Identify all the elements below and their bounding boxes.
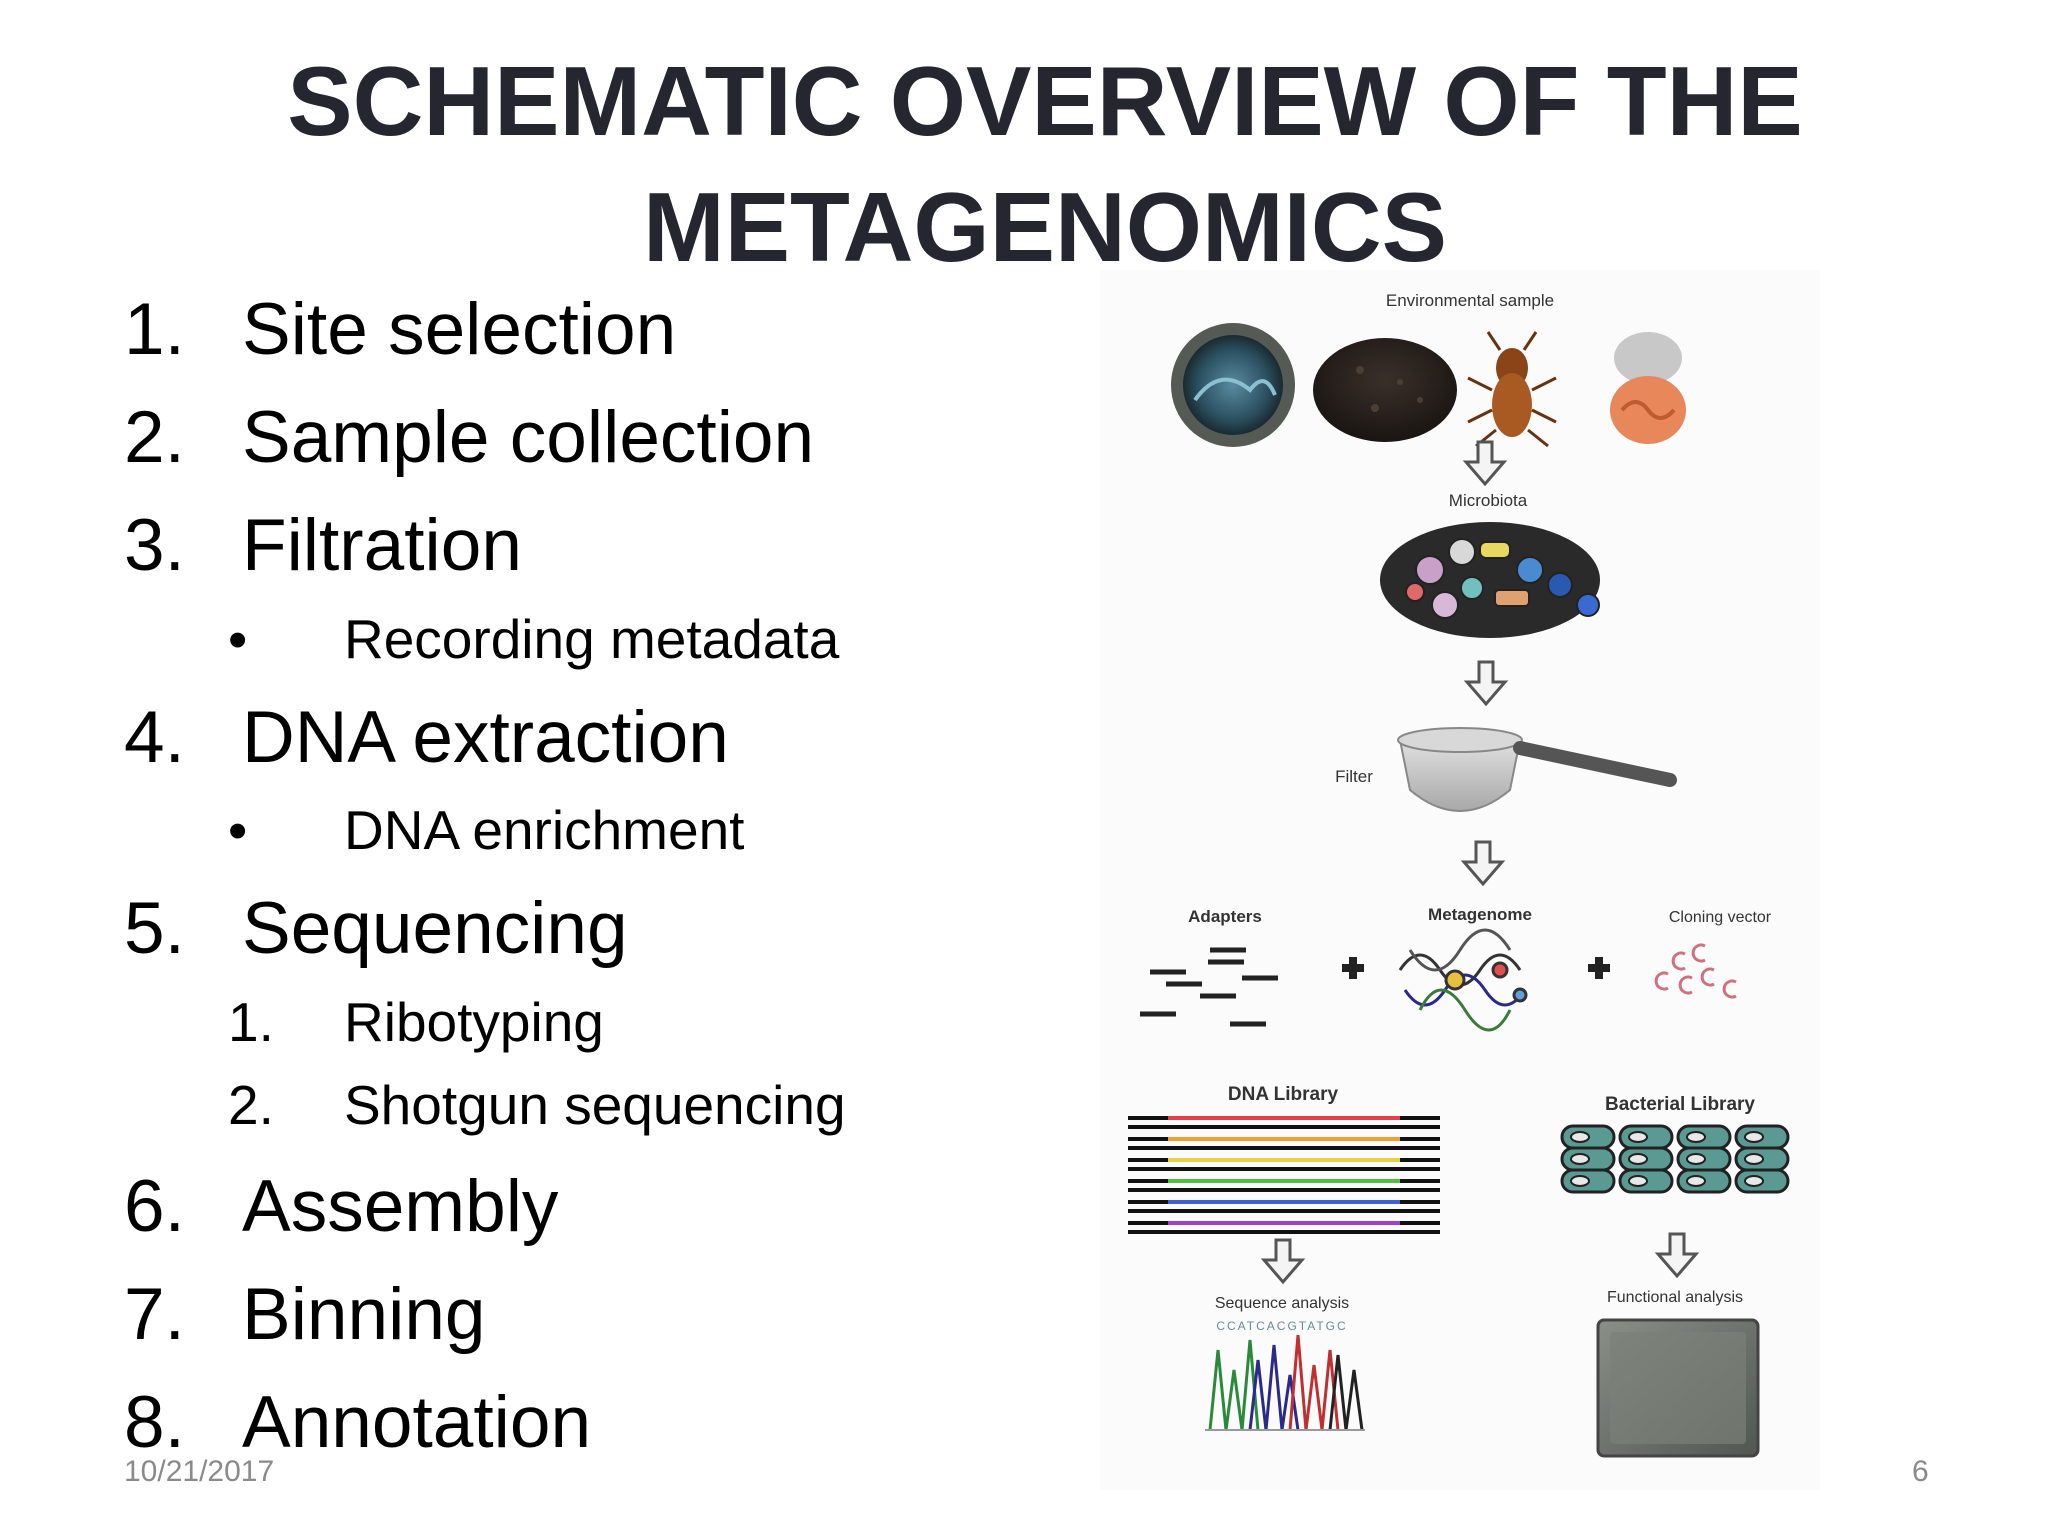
slide-title-line-1: SCHEMATIC OVERVIEW OF THE [287, 46, 1803, 156]
list-item-number: 2. [124, 397, 185, 478]
chromatogram-icon [1205, 1334, 1365, 1431]
down-arrow-icon [1462, 440, 1508, 487]
sub-list-item-text: Ribotyping [344, 991, 604, 1053]
plus-icon [1588, 957, 1610, 979]
metagenomics-workflow-figure: Environmental sample Microbiota [1100, 270, 1820, 1490]
bacterial-library-label: Bacterial Library [1605, 1094, 1755, 1115]
plus-icon [1342, 957, 1364, 979]
dna-library-icon [1128, 1116, 1440, 1234]
filter-label: Filter [1335, 767, 1373, 786]
strainer-filter-icon [1397, 727, 1677, 812]
list-item-text: Binning [242, 1274, 486, 1355]
list-item-number: 7. [124, 1274, 185, 1355]
list-item-number: 4. [124, 697, 185, 778]
gut-organs-icon [1610, 332, 1686, 444]
sub-list-item-text: Recording metadata [344, 608, 840, 670]
adapters-icon [1140, 947, 1278, 1027]
footer-page-number: 6 [1912, 1455, 1929, 1488]
list-item-text: Annotation [242, 1382, 592, 1463]
slide-title: SCHEMATIC OVERVIEW OF THE METAGENOMICS [0, 38, 2048, 290]
list-item-text: DNA extraction [242, 697, 729, 778]
metagenome-dna-tangle-icon [1398, 928, 1528, 1032]
list-item-number: 6. [124, 1166, 185, 1247]
list-item-text: Site selection [242, 289, 677, 370]
slide-title-line-2: METAGENOMICS [643, 172, 1447, 282]
sub-list-number: 2. [228, 1074, 274, 1136]
termite-icon [1467, 331, 1557, 448]
footer-date: 10/21/2017 [124, 1455, 275, 1488]
porthole-ocean-icon [1171, 323, 1295, 447]
microbiota-cluster-icon [1380, 522, 1600, 638]
down-arrow-icon [1460, 840, 1506, 887]
bullet-marker: • [228, 799, 248, 861]
sub-list-number: 1. [228, 991, 274, 1053]
down-arrow-icon [1654, 1232, 1700, 1279]
sub-list-item-text: DNA enrichment [344, 799, 745, 861]
list-item-number: 1. [124, 289, 185, 370]
down-arrow-icon [1463, 660, 1509, 707]
list-item-text: Assembly [242, 1166, 559, 1247]
dna-library-label: DNA Library [1228, 1084, 1339, 1105]
list-item-number: 5. [124, 888, 185, 969]
soil-icon [1313, 338, 1457, 442]
list-item-text: Sample collection [242, 397, 815, 478]
list-item-text: Sequencing [242, 888, 628, 969]
cloning-vector-plasmids-icon [1654, 943, 1737, 999]
down-arrow-icon [1260, 1238, 1306, 1285]
microbiota-label: Microbiota [1449, 491, 1528, 510]
functional-analysis-label: Functional analysis [1607, 1289, 1743, 1306]
environmental-sample-label: Environmental sample [1386, 291, 1554, 310]
bacterial-library-icon [1560, 1124, 1790, 1194]
figure-background [1100, 270, 1820, 1490]
bullet-marker: • [228, 608, 248, 670]
list-item-number: 8. [124, 1382, 185, 1463]
adapters-label: Adapters [1188, 907, 1262, 926]
metagenome-label: Metagenome [1428, 905, 1532, 924]
sequence-letters: CCATCACGTATGC [1216, 1319, 1347, 1333]
list-item-number: 3. [124, 505, 185, 586]
sequence-analysis-label: Sequence analysis [1215, 1295, 1349, 1312]
list-item-text: Filtration [242, 505, 522, 586]
sub-list-item-text: Shotgun sequencing [344, 1074, 846, 1136]
cloning-vector-label: Cloning vector [1669, 909, 1772, 926]
culture-plate-icon [1596, 1318, 1760, 1458]
